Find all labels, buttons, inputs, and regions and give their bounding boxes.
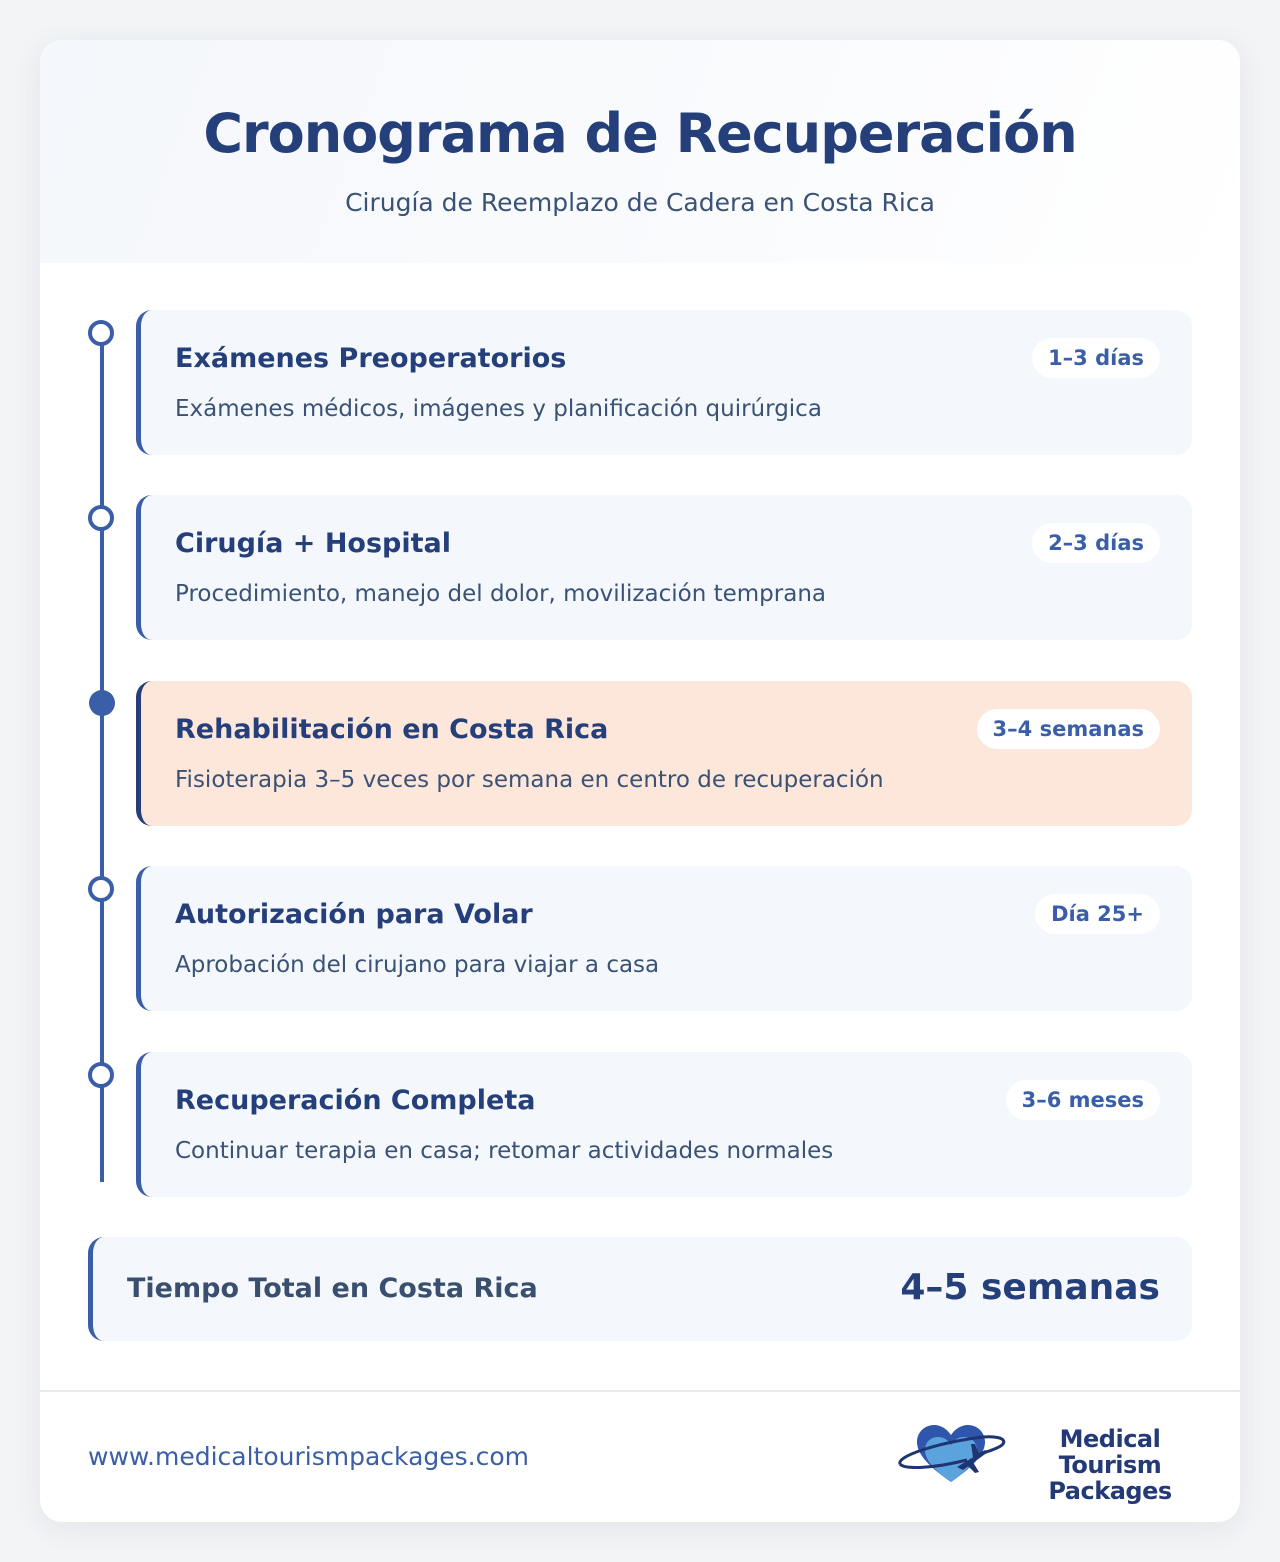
timeline-step-full-recovery: Recuperación Completa Continuar terapia … (136, 1052, 1192, 1197)
timeline-step-rehabilitation: Rehabilitación en Costa Rica Fisioterapi… (136, 681, 1192, 826)
total-time-label: Tiempo Total en Costa Rica (127, 1273, 538, 1304)
recovery-timeline-card: Cronograma de Recuperación Cirugía de Re… (40, 40, 1240, 1522)
total-time-summary: Tiempo Total en Costa Rica 4–5 semanas (88, 1237, 1192, 1341)
step-description: Fisioterapia 3–5 veces por semana en cen… (175, 767, 884, 793)
duration-badge: 1–3 días (1032, 338, 1160, 378)
timeline-step-preoperative-exams: Exámenes Preoperatorios Exámenes médicos… (136, 310, 1192, 455)
timeline-dot (88, 1062, 114, 1088)
step-title: Recuperación Completa (175, 1085, 536, 1116)
step-description: Aprobación del cirujano para viajar a ca… (175, 952, 660, 978)
header: Cronograma de Recuperación Cirugía de Re… (40, 40, 1240, 263)
step-description: Continuar terapia en casa; retomar activ… (175, 1138, 834, 1164)
heart-airplane-icon (898, 1425, 1006, 1482)
timeline-dot (88, 320, 114, 346)
duration-badge: 2–3 días (1032, 523, 1160, 563)
page-subtitle: Cirugía de Reemplazo de Cadera en Costa … (345, 188, 935, 217)
duration-badge: 3–4 semanas (976, 709, 1160, 749)
timeline-step-flight-clearance: Autorización para Volar Aprobación del c… (136, 866, 1192, 1011)
step-title: Rehabilitación en Costa Rica (175, 714, 609, 745)
logo-text: Medical Tourism Packages (1015, 1426, 1205, 1504)
step-title: Autorización para Volar (175, 899, 533, 930)
step-title: Exámenes Preoperatorios (175, 343, 567, 374)
footer-divider (40, 1390, 1240, 1392)
step-title: Cirugía + Hospital (175, 528, 452, 559)
logo-line-2: Packages (1048, 1477, 1172, 1505)
timeline-dot (88, 876, 114, 902)
page-title: Cronograma de Recuperación (203, 102, 1077, 165)
duration-badge: Día 25+ (1035, 894, 1160, 934)
website-link[interactable]: www.medicaltourismpackages.com (88, 1442, 530, 1471)
timeline-dot (88, 505, 114, 531)
timeline-line (100, 332, 104, 1182)
duration-badge: 3–6 meses (1005, 1080, 1160, 1120)
timeline-dot-active (89, 690, 115, 716)
brand-logo[interactable]: Medical Tourism Packages (895, 1420, 1205, 1504)
step-description: Procedimiento, manejo del dolor, moviliz… (175, 581, 826, 607)
timeline-step-surgery-hospital: Cirugía + Hospital Procedimiento, manejo… (136, 495, 1192, 640)
step-description: Exámenes médicos, imágenes y planificaci… (175, 396, 822, 422)
total-time-value: 4–5 semanas (900, 1267, 1160, 1308)
logo-line-1: Medical Tourism (1058, 1425, 1162, 1479)
